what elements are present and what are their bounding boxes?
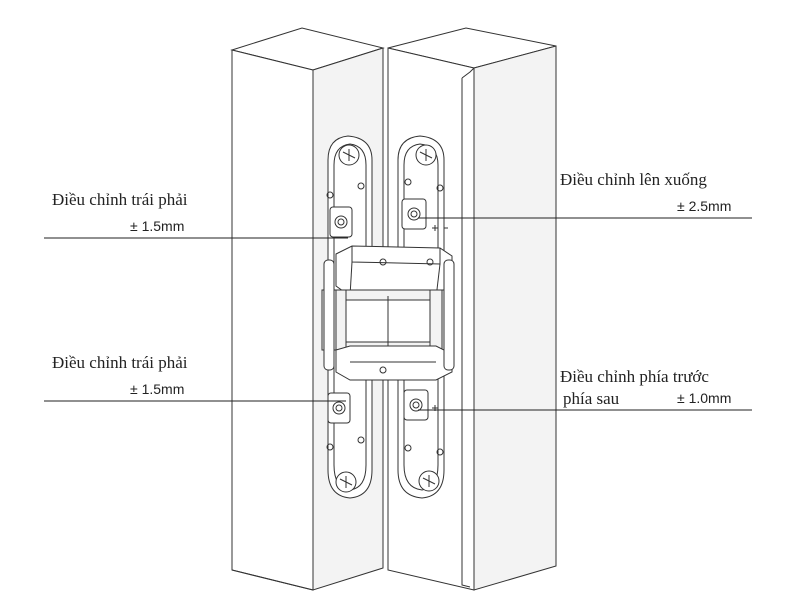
label-bottom-left-title: Điều chỉnh trái phải [52, 353, 188, 372]
label-bottom-right-title: Điều chỉnh phía trước [560, 367, 709, 386]
label-top-left-value: ± 1.5mm [130, 218, 184, 234]
label-bottom-right-subtitle: phía sau [563, 389, 620, 408]
label-top-right-title: Điều chỉnh lên xuống [560, 170, 707, 189]
adjustment-screw-icon [409, 398, 423, 412]
leader-lines [44, 217, 752, 411]
label-top-left-title: Điều chỉnh trái phải [52, 190, 188, 209]
label-top-right-value: ± 2.5mm [677, 198, 731, 214]
adjustment-screw-icon [407, 207, 421, 221]
hinge-knuckle [321, 245, 455, 381]
label-bottom-left-value: ± 1.5mm [130, 381, 184, 397]
adjustment-screw-icon [332, 401, 346, 415]
adjustment-screw-icon [334, 215, 348, 229]
label-bottom-right-value: ± 1.0mm [677, 390, 731, 406]
